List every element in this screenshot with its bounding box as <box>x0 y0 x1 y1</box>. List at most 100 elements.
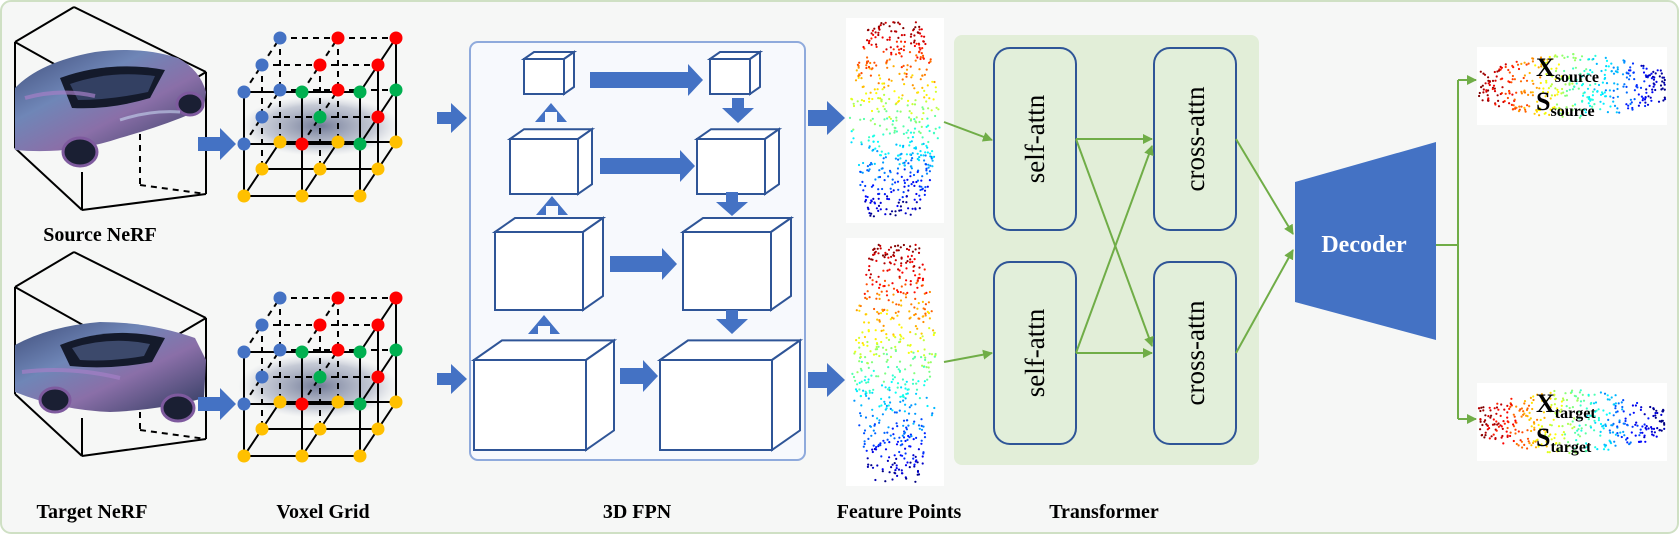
point <box>923 189 927 192</box>
point <box>862 445 865 448</box>
point <box>932 333 935 337</box>
point <box>1601 425 1604 428</box>
point <box>878 286 881 289</box>
point <box>1644 96 1647 99</box>
point <box>1479 409 1482 413</box>
point <box>866 60 869 63</box>
point <box>1658 420 1661 423</box>
point <box>883 262 886 265</box>
point <box>934 114 937 118</box>
point <box>892 254 895 257</box>
point <box>1488 427 1491 430</box>
point <box>902 132 906 135</box>
point <box>928 327 931 330</box>
point <box>1506 435 1509 438</box>
point <box>911 157 914 160</box>
point <box>891 316 894 319</box>
point <box>893 376 897 379</box>
point <box>884 153 887 156</box>
voxel-grid-bottom <box>237 291 403 463</box>
point <box>913 355 917 358</box>
point <box>1547 71 1550 74</box>
point <box>862 117 866 121</box>
point <box>899 395 902 398</box>
point <box>900 469 903 472</box>
point <box>1543 112 1546 115</box>
voxel-node <box>295 449 309 463</box>
point <box>914 403 917 406</box>
point <box>1567 441 1570 444</box>
point <box>857 64 860 68</box>
point <box>1579 389 1582 392</box>
point <box>1534 64 1537 67</box>
point <box>900 326 903 329</box>
point <box>1622 85 1625 88</box>
point <box>877 345 880 348</box>
point <box>1634 404 1637 407</box>
point <box>919 337 922 340</box>
point <box>907 388 910 391</box>
point <box>872 33 875 37</box>
point <box>886 309 889 312</box>
point <box>906 291 909 294</box>
voxel-node <box>237 397 251 411</box>
point <box>877 252 880 255</box>
point <box>923 436 927 439</box>
point <box>924 303 928 306</box>
point <box>852 102 855 105</box>
point <box>1636 86 1639 89</box>
point <box>1646 103 1650 106</box>
point <box>1650 77 1653 80</box>
point <box>858 381 861 384</box>
point <box>922 40 925 43</box>
point <box>858 360 861 363</box>
point <box>889 213 892 216</box>
point <box>893 263 896 266</box>
point <box>882 329 885 332</box>
point <box>1563 433 1567 436</box>
point <box>903 45 906 48</box>
point <box>883 86 886 89</box>
point <box>915 180 918 184</box>
point <box>871 279 874 282</box>
point <box>912 173 916 177</box>
point <box>1537 108 1540 111</box>
point <box>887 152 890 155</box>
point <box>928 375 932 378</box>
point <box>927 312 931 315</box>
point <box>1616 68 1619 71</box>
point <box>892 65 895 68</box>
point <box>923 268 926 271</box>
point <box>915 54 918 57</box>
point <box>893 437 896 440</box>
point <box>892 21 895 24</box>
point <box>895 40 899 43</box>
point <box>921 455 924 458</box>
point <box>887 426 890 429</box>
point <box>875 375 878 378</box>
point <box>1481 99 1484 102</box>
point <box>1509 405 1512 408</box>
point <box>1488 406 1491 409</box>
point <box>854 379 857 382</box>
point <box>910 112 913 115</box>
point <box>866 361 869 365</box>
point <box>912 357 915 360</box>
point <box>896 314 899 317</box>
point <box>909 461 912 464</box>
point <box>1588 410 1591 413</box>
point <box>1484 431 1487 434</box>
point <box>868 391 872 394</box>
point <box>920 35 923 38</box>
point <box>1556 88 1559 91</box>
point <box>861 331 864 334</box>
point <box>1589 426 1593 429</box>
point <box>880 455 883 458</box>
point <box>884 251 887 254</box>
point <box>1560 408 1563 411</box>
point <box>1493 407 1496 410</box>
point <box>890 466 893 469</box>
point <box>1526 429 1529 432</box>
point <box>914 274 917 277</box>
point <box>887 84 890 87</box>
